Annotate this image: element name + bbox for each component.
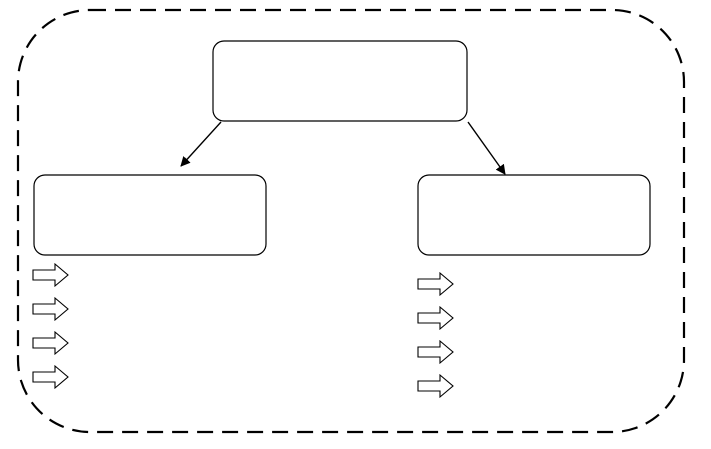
block-arrow-icon: [32, 262, 69, 288]
block-arrow-icon: [32, 330, 69, 356]
block-arrow-icon: [417, 305, 454, 331]
left-bullet-arrows: [32, 262, 69, 390]
block-arrow-icon: [417, 339, 454, 365]
block-arrow-icon: [417, 271, 454, 297]
connector-arrow-left: [180, 121, 222, 167]
root-box: [212, 40, 468, 122]
block-arrow-icon: [32, 296, 69, 322]
left-box: [33, 174, 267, 256]
block-arrow-icon: [417, 373, 454, 399]
block-arrow-icon: [32, 364, 69, 390]
right-node: [417, 174, 651, 256]
right-bullet-arrows: [417, 271, 454, 399]
dashed-outer-frame: [16, 8, 686, 434]
root-node: [212, 40, 468, 122]
left-node: [33, 174, 267, 256]
right-box: [417, 174, 651, 256]
connector-arrow-right: [467, 121, 506, 175]
